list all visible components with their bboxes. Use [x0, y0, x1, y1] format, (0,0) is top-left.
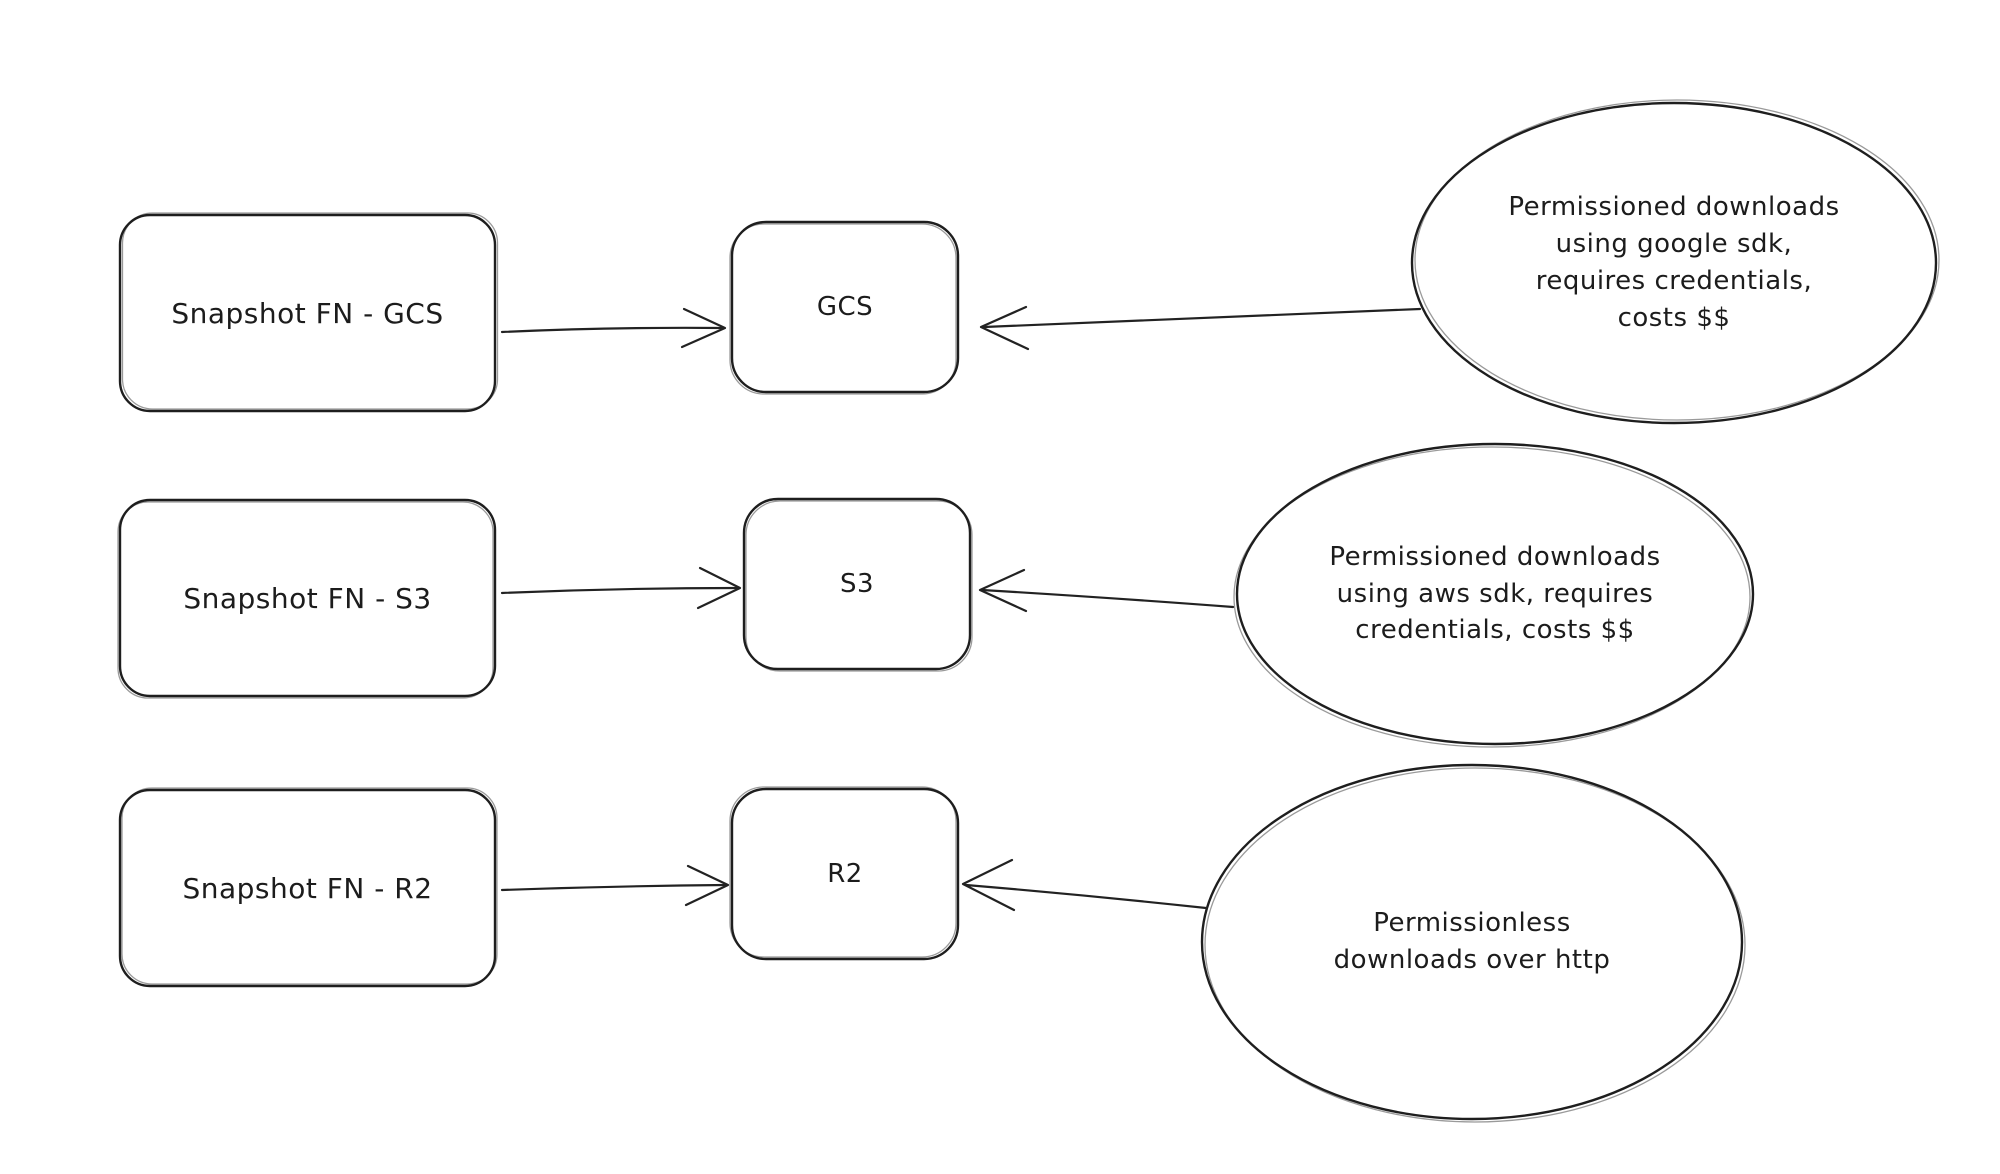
- source-box-s3-label: Snapshot FN - S3: [183, 581, 432, 615]
- arrow-gcs-source-to-target-head: [680, 307, 727, 349]
- arrow-r2-annotation-to-target: [964, 883, 1208, 910]
- source-box-gcs-label: Snapshot FN - GCS: [171, 296, 444, 330]
- source-box-r2-label: Snapshot FN - R2: [182, 871, 433, 905]
- arrow-r2-source-to-target: [500, 883, 728, 892]
- arrow-r2-source-to-target-head: [684, 864, 730, 907]
- arrow-gcs-source-to-target: [500, 326, 724, 334]
- annotation-gcs-text: Permissioned downloads using google sdk,…: [1508, 192, 1840, 333]
- arrow-gcs-annotation-to-target-head: [979, 305, 1030, 351]
- arrow-gcs-annotation-to-target: [982, 307, 1422, 329]
- target-box-gcs-label: GCS: [816, 292, 874, 322]
- arrow-s3-annotation-to-target-head: [978, 568, 1028, 613]
- target-box-r2-label: R2: [827, 859, 863, 889]
- annotation-r2-text: Permissionless downloads over http: [1333, 908, 1611, 975]
- arrow-s3-source-to-target: [500, 586, 740, 595]
- arrow-s3-annotation-to-target: [980, 588, 1235, 609]
- target-box-s3-label: S3: [839, 569, 875, 599]
- arrow-s3-source-to-target-head: [696, 566, 742, 610]
- arrow-r2-annotation-to-target-head: [961, 858, 1016, 912]
- annotation-s3-text: Permissioned downloads using aws sdk, re…: [1329, 541, 1661, 646]
